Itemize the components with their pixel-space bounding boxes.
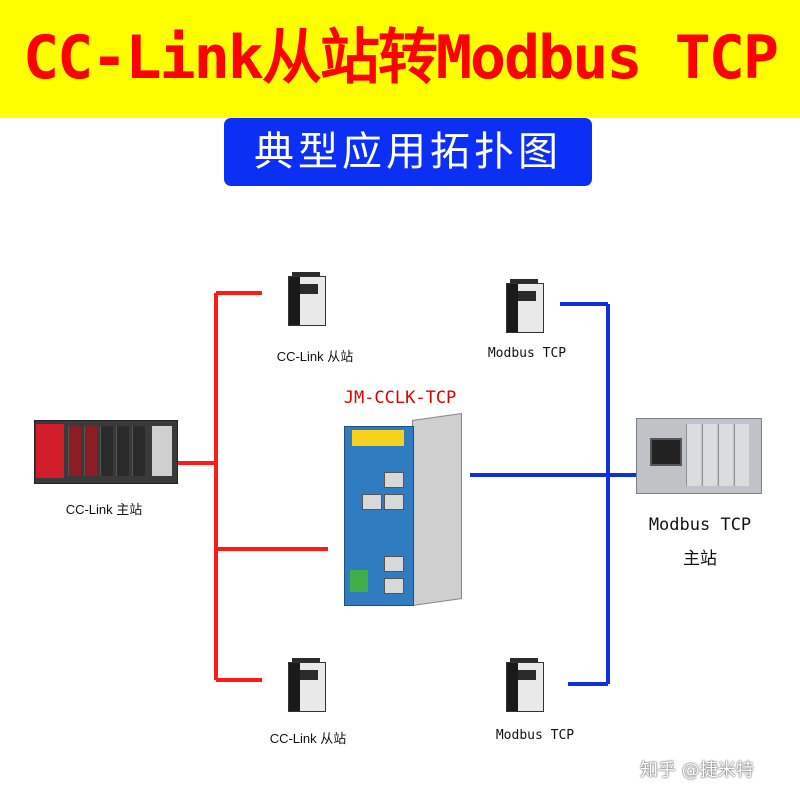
gateway-model-label: JM-CCLK-TCP xyxy=(343,388,457,408)
modbus-slave-label-top: Modbus TCP xyxy=(487,346,567,361)
watermark: 知乎 @捷米特 xyxy=(640,760,754,781)
subtitle-box: 典型应用拓扑图 xyxy=(224,118,592,186)
servo-drive-icon xyxy=(500,658,544,712)
gateway-device-icon xyxy=(344,412,462,606)
cclink-slave-label-bottom: CC-Link 从站 xyxy=(269,731,347,746)
modbus-slave-label-bottom: Modbus TCP xyxy=(495,728,575,743)
servo-drive-icon xyxy=(282,272,326,326)
modbus-master-label-line1: Modbus TCP xyxy=(648,515,752,535)
s7-plc-icon xyxy=(636,418,762,494)
title-band xyxy=(0,0,800,118)
modbus-master-label: Modbus TCP 主站 xyxy=(630,508,770,576)
plc-rack-icon xyxy=(34,420,178,484)
cclink-bus xyxy=(172,291,328,682)
cclink-master-label: CC-Link 主站 xyxy=(65,502,143,517)
page-subtitle: 典型应用拓扑图 xyxy=(254,129,562,175)
modbus-bus xyxy=(470,302,636,686)
page-title: CC-Link从站转Modbus TCP xyxy=(22,23,779,93)
cclink-slave-label-top: CC-Link 从站 xyxy=(276,349,354,364)
servo-drive-icon xyxy=(500,279,544,333)
modbus-master-label-line2: 主站 xyxy=(683,549,717,569)
servo-drive-icon xyxy=(282,658,326,712)
